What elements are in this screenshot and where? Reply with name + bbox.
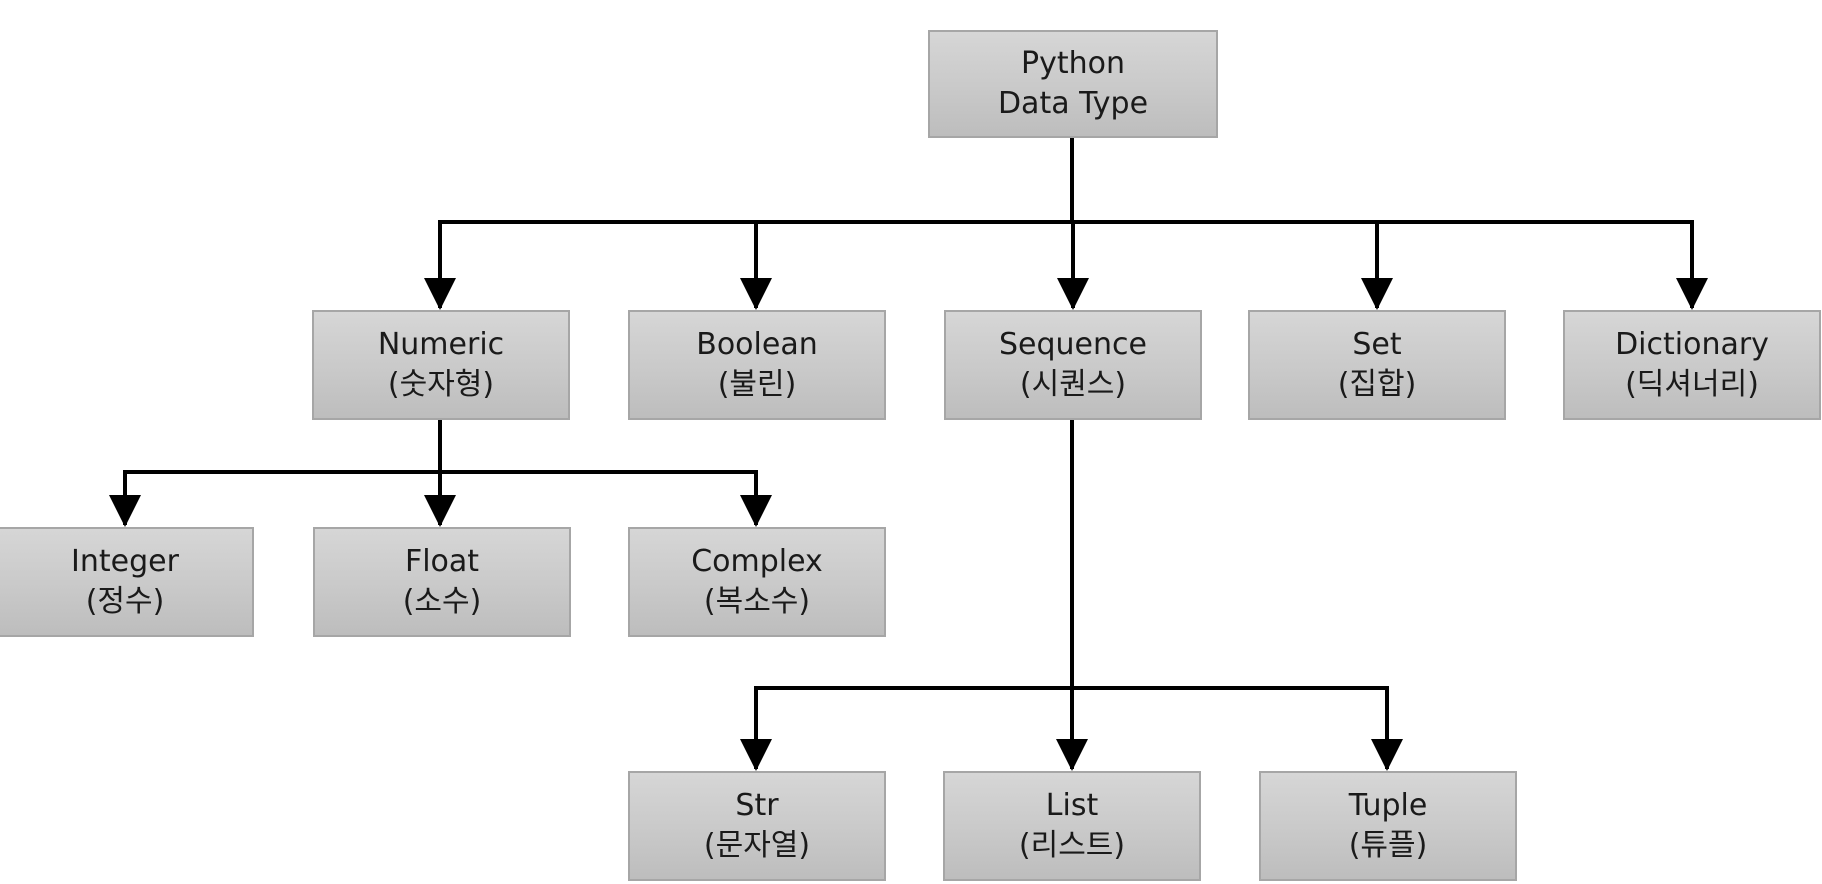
node-label: Sequence xyxy=(999,327,1147,362)
node-label: Set xyxy=(1352,327,1402,362)
node-tuple: Tuple (튜플) xyxy=(1259,771,1517,881)
node-float: Float (소수) xyxy=(313,527,571,637)
node-sublabel: (소수) xyxy=(402,584,482,619)
node-boolean: Boolean (불린) xyxy=(628,310,886,420)
node-sublabel: (복소수) xyxy=(703,584,811,619)
node-sublabel: (리스트) xyxy=(1018,828,1126,863)
node-sublabel: (숫자형) xyxy=(387,367,495,402)
node-sublabel: (불린) xyxy=(717,367,797,402)
node-label: List xyxy=(1045,788,1099,823)
node-sequence: Sequence (시퀀스) xyxy=(944,310,1202,420)
node-label: Integer xyxy=(71,544,179,579)
node-list: List (리스트) xyxy=(943,771,1201,881)
node-sublabel: (딕셔너리) xyxy=(1625,367,1759,402)
node-label: Numeric xyxy=(377,327,505,362)
node-sublabel: (튜플) xyxy=(1348,828,1428,863)
node-str: Str (문자열) xyxy=(628,771,886,881)
node-sublabel: (집합) xyxy=(1337,367,1417,402)
node-set: Set (집합) xyxy=(1248,310,1506,420)
node-integer: Integer (정수) xyxy=(0,527,254,637)
node-sublabel: (문자열) xyxy=(703,828,811,863)
node-numeric: Numeric (숫자형) xyxy=(312,310,570,420)
node-sublabel: (정수) xyxy=(85,584,165,619)
node-python-data-type: Python Data Type xyxy=(928,30,1218,138)
node-sublabel: Data Type xyxy=(997,86,1149,121)
node-label: Str xyxy=(735,788,779,823)
node-label: Complex xyxy=(691,544,823,579)
node-sublabel: (시퀀스) xyxy=(1019,367,1127,402)
node-label: Python xyxy=(1021,46,1125,81)
node-label: Float xyxy=(404,544,480,579)
node-label: Boolean xyxy=(696,327,818,362)
node-complex: Complex (복소수) xyxy=(628,527,886,637)
node-label: Dictionary xyxy=(1615,327,1769,362)
node-dictionary: Dictionary (딕셔너리) xyxy=(1563,310,1821,420)
node-label: Tuple xyxy=(1348,788,1428,823)
